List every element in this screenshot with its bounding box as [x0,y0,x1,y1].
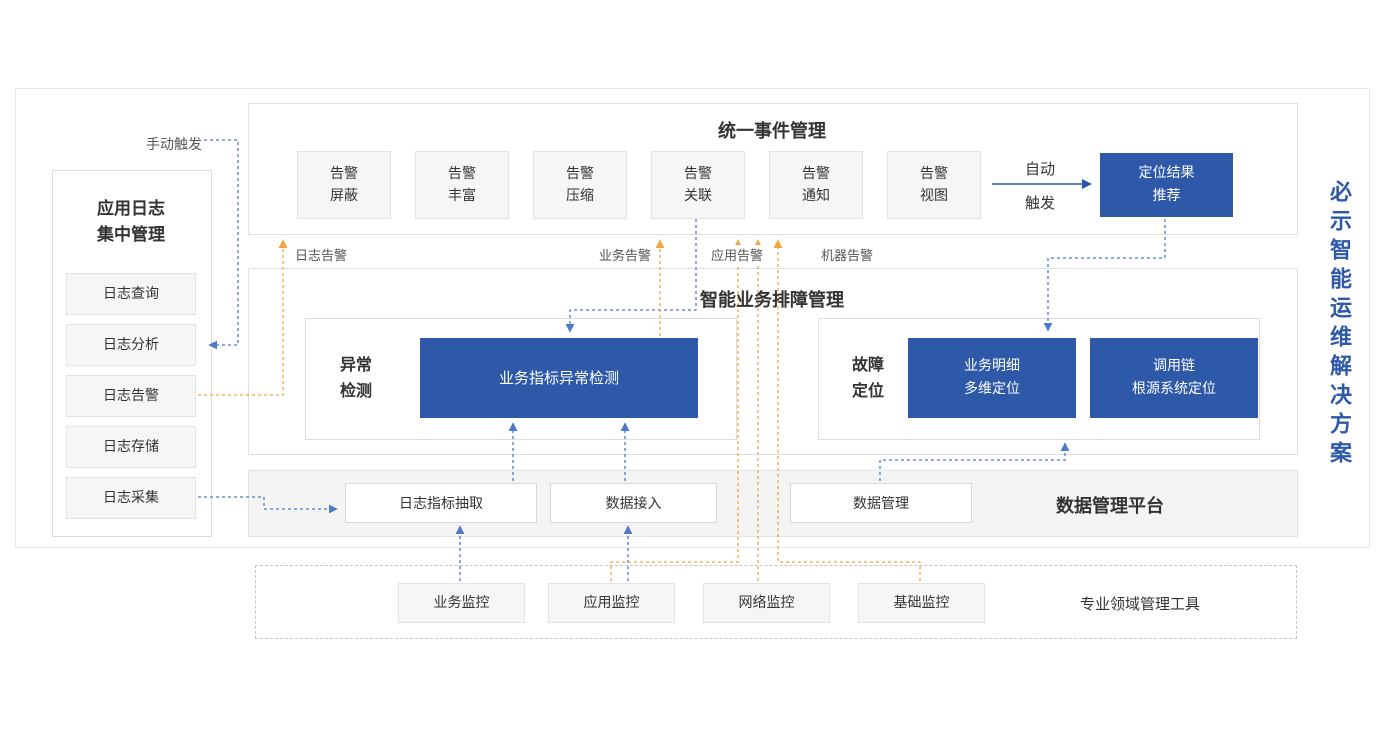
module-alert-shield-line2: 屏蔽 [330,188,358,204]
module-alert-shield: 告警 屏蔽 [297,151,391,219]
module-multidim-location: 业务明细 多维定位 [908,338,1076,418]
flow-label-app-alert: 应用告警 [706,245,768,264]
module-tracechain-location-line1: 调用链 [1153,358,1195,374]
fault-location-label-line2: 定位 [851,381,884,400]
fault-location-label-line1: 故障 [851,355,884,374]
module-alert-shield-line1: 告警 [330,166,358,182]
anomaly-detection-label-line2: 检测 [339,381,372,400]
log-item-query: 日志查询 [66,273,196,315]
auto-trigger-label-line2: 触发 [1024,194,1055,212]
module-tracechain-location-line2: 根源系统定位 [1132,381,1216,397]
module-alert-correlate-line2: 关联 [684,188,712,204]
flow-label-machine-alert: 机器告警 [816,245,878,264]
module-alert-correlate-line1: 告警 [684,166,712,182]
module-alert-enrich-line1: 告警 [448,166,476,182]
module-app-monitor: 应用监控 [548,583,675,623]
log-item-storage: 日志存储 [66,426,196,468]
module-alert-enrich: 告警 丰富 [415,151,509,219]
module-alert-compress-line2: 压缩 [566,188,594,204]
module-alert-correlate: 告警 关联 [651,151,745,219]
module-alert-view: 告警 视图 [887,151,981,219]
module-infra-monitor: 基础监控 [858,583,985,623]
module-result-recommend-line1: 定位结果 [1138,165,1195,181]
anomaly-detection-label-line1: 异常 [339,355,372,374]
module-data-management: 数据管理 [790,483,972,523]
data-platform-title: 数据管理平台 [1056,496,1164,517]
module-alert-notify: 告警 通知 [769,151,863,219]
module-multidim-location-line1: 业务明细 [964,358,1020,374]
troubleshooting-title: 智能业务排障管理 [700,290,844,311]
module-network-monitor: 网络监控 [703,583,830,623]
auto-trigger-label-line1: 自动 [1024,160,1055,178]
fault-location-label: 故障 定位 [850,352,886,404]
module-alert-compress: 告警 压缩 [533,151,627,219]
module-multidim-location-line2: 多维定位 [964,381,1020,397]
module-result-recommend-line2: 推荐 [1152,188,1181,204]
log-management-title-line2: 集中管理 [97,225,165,245]
solution-title: 必示智能运维解决方案 [1326,180,1351,470]
anomaly-detection-label: 异常 检测 [338,352,374,404]
log-management-title: 应用日志 集中管理 [52,196,210,248]
module-result-recommend: 定位结果 推荐 [1100,153,1233,217]
module-log-metric-extract: 日志指标抽取 [345,483,537,523]
module-tracechain-location: 调用链 根源系统定位 [1090,338,1258,418]
module-data-access: 数据接入 [550,483,717,523]
log-management-title-line1: 应用日志 [97,199,165,219]
module-metric-anomaly-detection: 业务指标异常检测 [420,338,698,418]
log-item-alert: 日志告警 [66,375,196,417]
log-item-analysis: 日志分析 [66,324,196,366]
log-item-collect: 日志采集 [66,477,196,519]
module-alert-notify-line2: 通知 [802,188,830,204]
manual-trigger-label: 手动触发 [146,137,202,153]
module-alert-view-line1: 告警 [920,166,948,182]
event-management-title: 统一事件管理 [718,121,826,142]
flow-label-biz-alert: 业务告警 [594,245,656,264]
flow-label-log-alert: 日志告警 [290,245,352,264]
domain-tools-title: 专业领域管理工具 [1080,595,1201,613]
module-alert-compress-line1: 告警 [566,166,594,182]
module-alert-enrich-line2: 丰富 [448,188,476,204]
module-alert-notify-line1: 告警 [802,166,830,182]
module-business-monitor: 业务监控 [398,583,525,623]
module-alert-view-line2: 视图 [920,188,948,204]
